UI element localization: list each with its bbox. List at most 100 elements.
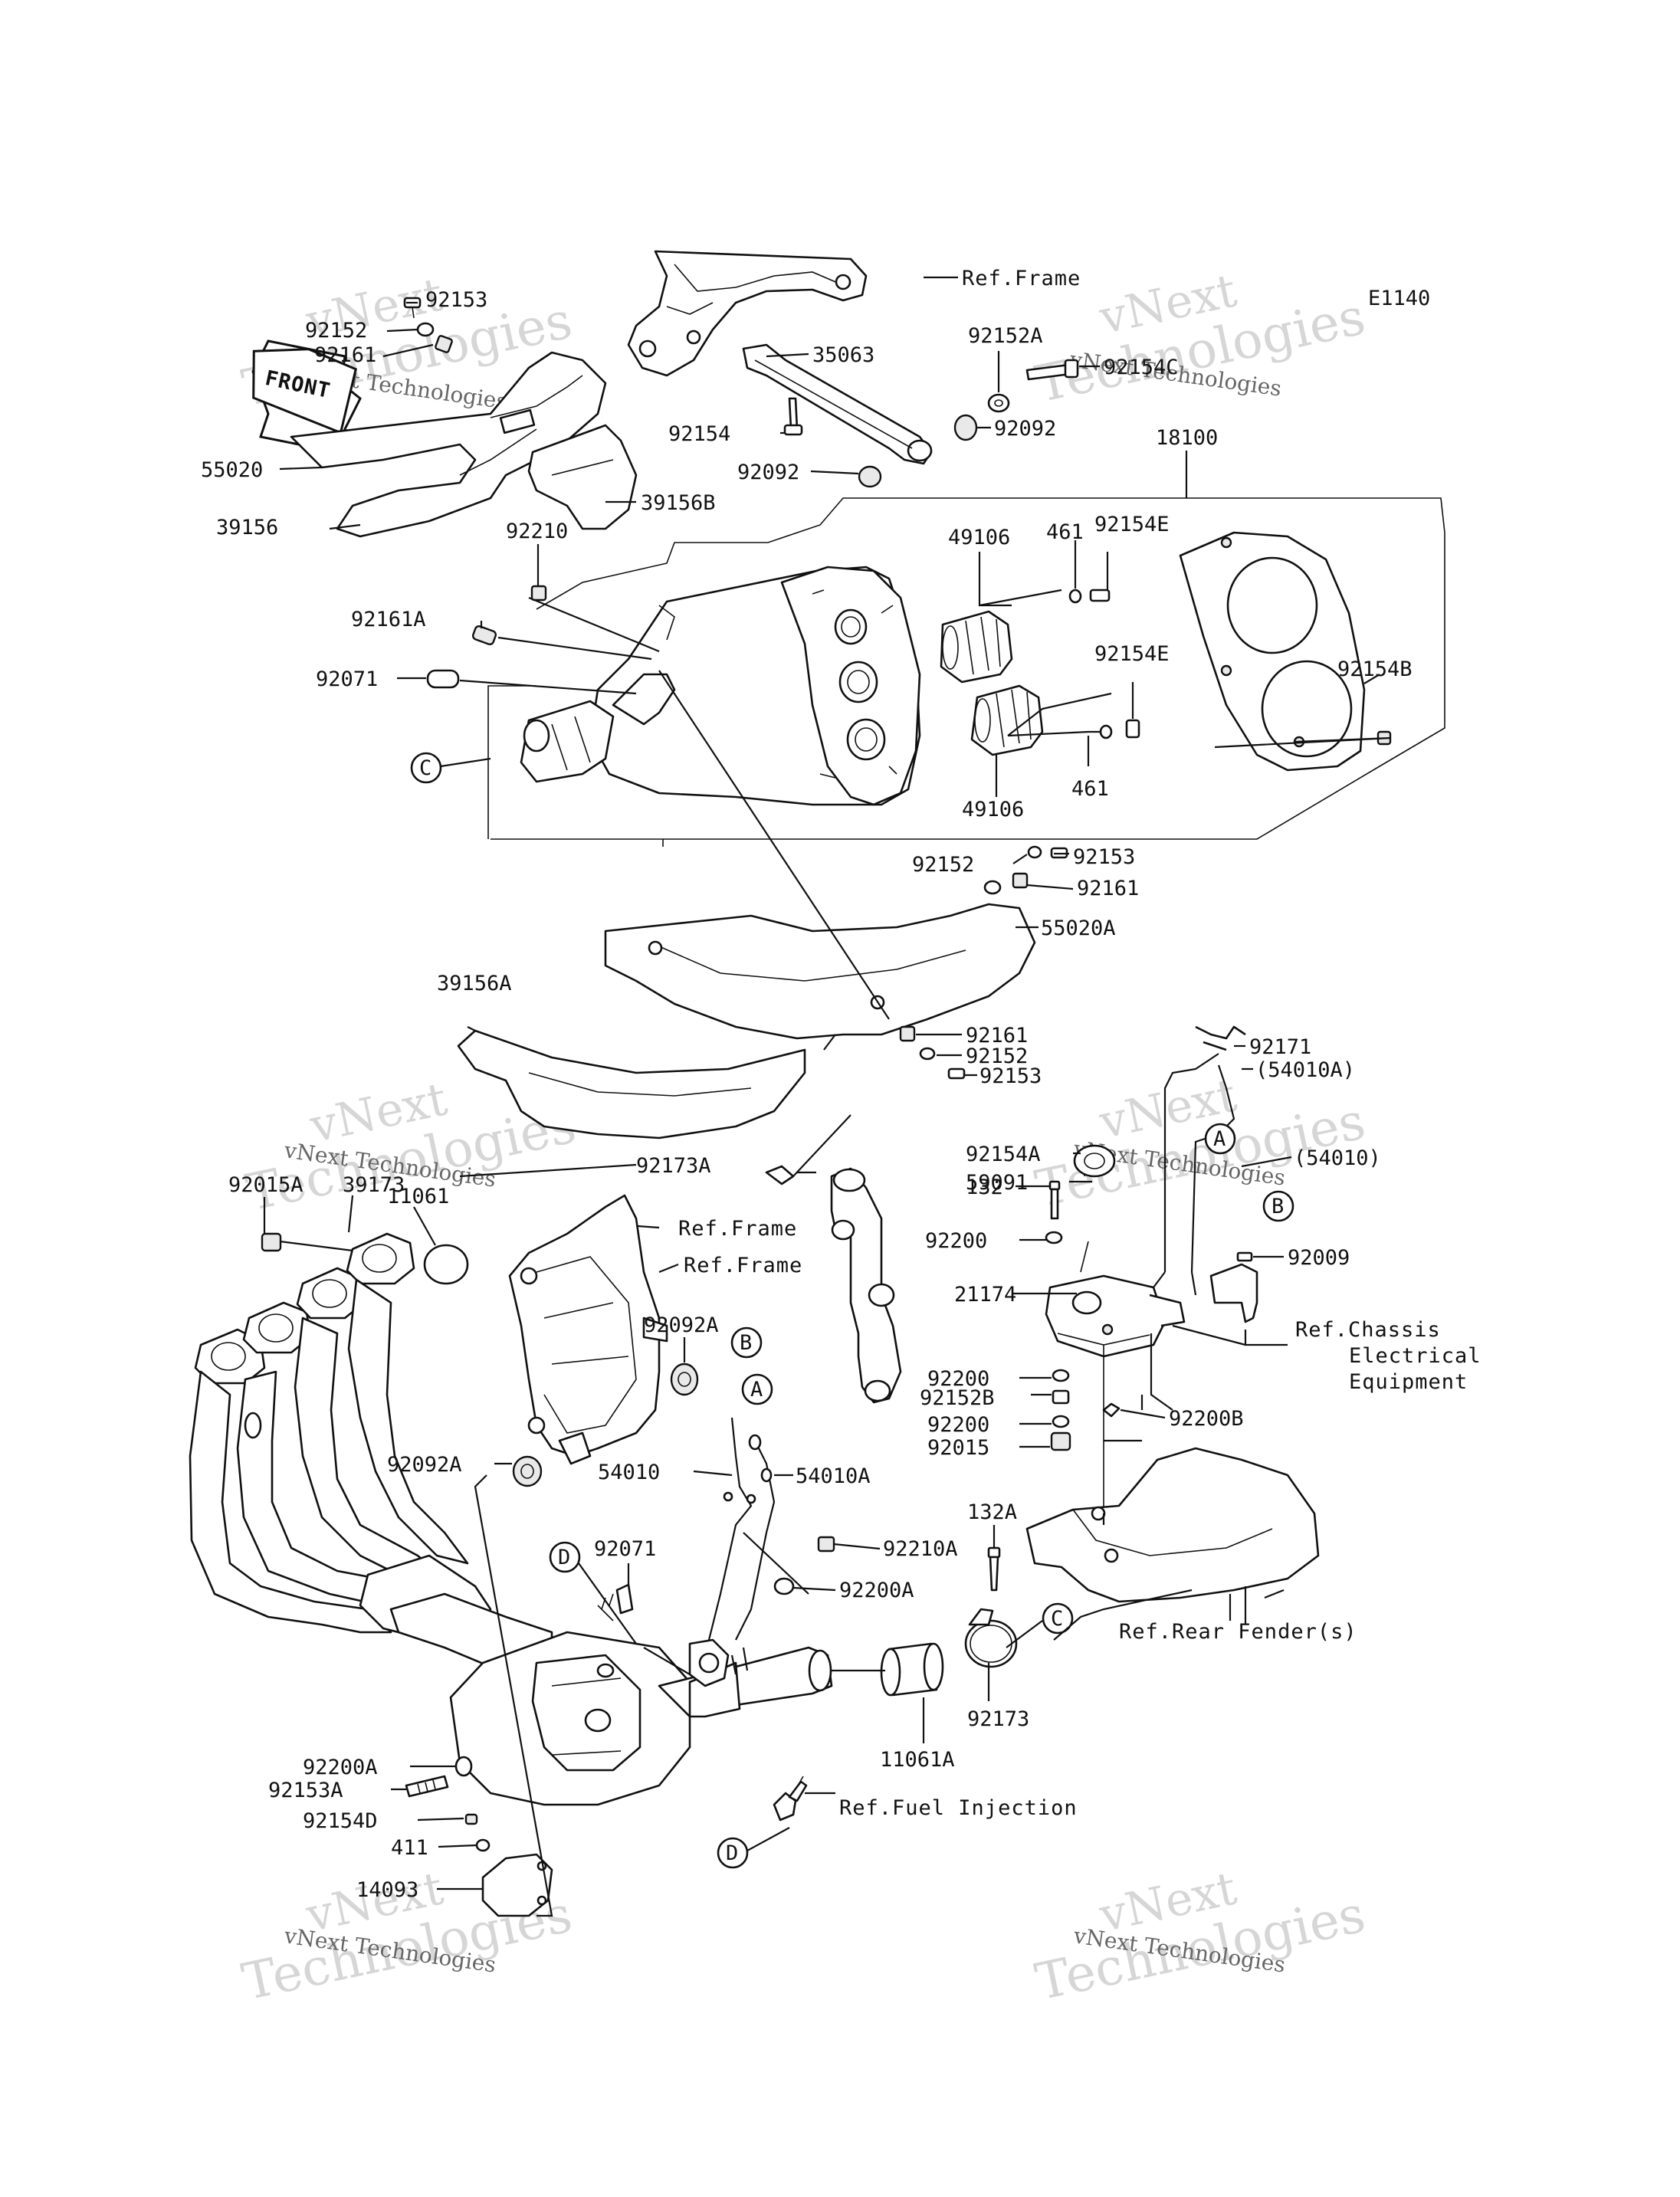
part-label: 92200B <box>1169 1407 1244 1431</box>
muffler-assy-part <box>520 566 921 806</box>
part-label: 92161 <box>1077 877 1139 900</box>
part-label: 92173A <box>636 1154 711 1178</box>
part-label: 92009 <box>1288 1246 1350 1270</box>
part-label: 92092 <box>994 417 1056 441</box>
frame-arm-part <box>830 1167 902 1404</box>
part-label: 11061 <box>387 1185 449 1208</box>
part-label: 54010A <box>796 1464 871 1488</box>
front-arrow-icon: FRONT <box>251 339 362 454</box>
part-label: 49106 <box>962 798 1024 821</box>
part-label: 92161A <box>351 608 426 631</box>
nut-part <box>817 1536 835 1553</box>
nut-part <box>1012 872 1029 889</box>
heat-shield-lower-side-part <box>457 1029 806 1139</box>
washer-part <box>919 1047 936 1061</box>
part-label: 92171 <box>1249 1035 1311 1059</box>
ref-frame-label: Ref.Frame <box>962 267 1081 290</box>
pre-chamber-part <box>449 1631 833 1806</box>
gasket-part <box>423 1244 469 1285</box>
frame-top-part <box>627 250 868 377</box>
part-label: 39156B <box>641 491 716 515</box>
washer-part <box>987 393 1010 413</box>
part-label: 92154A <box>966 1143 1041 1166</box>
part-label: 92071 <box>316 667 378 691</box>
cable-part <box>1163 1053 1219 1272</box>
bolt-part <box>1125 719 1140 739</box>
nut-part <box>899 1025 916 1042</box>
frame-bracket-part <box>508 1194 668 1465</box>
bolt-part <box>947 1067 966 1080</box>
heat-shield-side-part <box>527 424 638 530</box>
callout-d-low: D <box>717 1837 749 1869</box>
washer-part <box>454 1756 473 1777</box>
clamp-part <box>765 1165 795 1185</box>
part-label: 92154C <box>1104 356 1179 379</box>
collar-part <box>858 465 882 488</box>
part-label: 461 <box>1071 777 1109 801</box>
part-label: 54010 <box>598 1461 660 1484</box>
part-label: 92154E <box>1094 513 1170 536</box>
ref-frame-label: Ref.Frame <box>684 1254 802 1277</box>
part-label: 92152 <box>966 1044 1028 1068</box>
washer-part <box>1027 845 1042 859</box>
washer-part <box>1052 1369 1070 1382</box>
part-label: 92152A <box>968 324 1043 348</box>
washer-part <box>773 1577 795 1595</box>
nut-part <box>435 335 453 353</box>
muffler-cover-part <box>1179 531 1366 772</box>
exhaust-header-part <box>189 1232 553 1672</box>
callout-a-right: A <box>1204 1123 1236 1155</box>
nut-part <box>530 585 547 602</box>
part-label: 21174 <box>954 1283 1016 1307</box>
collar-part <box>670 1362 699 1396</box>
part-label: 92200A <box>839 1579 914 1602</box>
part-labels: 92153 92152 92161 55020 39156 39156B 922… <box>201 288 1413 1902</box>
part-label: 92200 <box>927 1413 989 1437</box>
part-label: 55020 <box>201 458 263 482</box>
part-label: 92015A <box>228 1173 304 1197</box>
ref-chassis-label: Ref.Chassis <box>1295 1318 1441 1342</box>
part-label: 92092A <box>387 1453 462 1477</box>
exhaust-valve-actuator-part <box>1045 1274 1186 1358</box>
collar-part <box>1052 1389 1070 1405</box>
part-label: 132A <box>967 1500 1017 1524</box>
inner-cover-part <box>940 610 1013 684</box>
part-label: 92200A <box>303 1756 378 1779</box>
washer-part <box>416 322 435 337</box>
callout-b-right: B <box>1262 1190 1294 1222</box>
part-label: 411 <box>391 1836 428 1860</box>
callout-d-mid: D <box>549 1541 581 1573</box>
svg-text:C: C <box>419 756 431 780</box>
part-label: 92210 <box>506 520 568 543</box>
part-label: 92154B <box>1337 657 1413 681</box>
ref-rear-fender-label: Ref.Rear Fender(s) <box>1119 1620 1357 1644</box>
collar-part <box>475 1838 491 1852</box>
washer-part <box>983 880 1002 895</box>
bolt-part <box>1089 589 1111 602</box>
part-label: 18100 <box>1156 426 1218 450</box>
bolt-part <box>464 1813 478 1825</box>
damper-part <box>1050 1431 1071 1451</box>
leader-lines <box>263 276 1392 1917</box>
part-label: 35063 <box>812 343 874 367</box>
bolt-part <box>783 397 803 436</box>
part-label: 39173 <box>343 1173 405 1197</box>
washer-part <box>1045 1231 1063 1244</box>
inner-cover-part <box>970 684 1044 756</box>
callout-a-mid: A <box>741 1373 773 1405</box>
part-label: 92152B <box>920 1386 995 1410</box>
gasket-part <box>880 1642 944 1697</box>
part-label: 92071 <box>594 1537 656 1561</box>
clamp-part <box>1102 1402 1121 1418</box>
heat-shield-upper-part <box>290 351 607 538</box>
part-label: 92161 <box>966 1024 1028 1048</box>
part-label: 92153 <box>425 288 487 312</box>
part-label: 92154 <box>668 422 730 446</box>
assy-group-outline <box>487 497 1445 840</box>
screw-part <box>1236 1251 1253 1262</box>
o2-sensor-part <box>773 1776 808 1822</box>
part-label: 92153A <box>268 1779 343 1802</box>
part-label: 59091 <box>966 1171 1028 1195</box>
diagram-code: E1140 <box>1368 287 1430 310</box>
part-label: 92015 <box>927 1436 989 1460</box>
